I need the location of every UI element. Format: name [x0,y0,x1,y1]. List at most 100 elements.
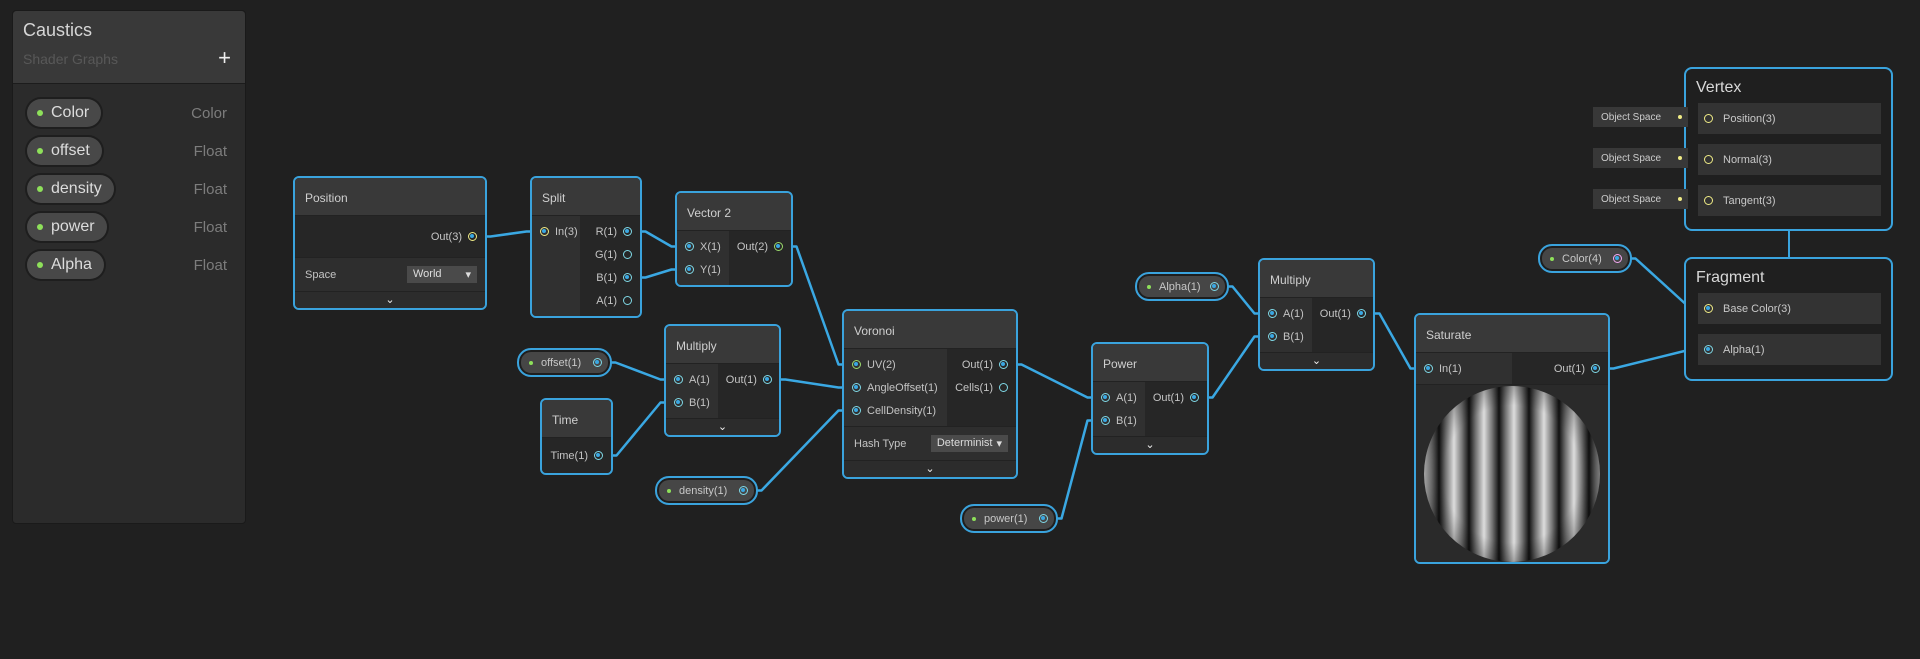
port-vector3-icon[interactable] [1704,196,1713,205]
port-float-icon[interactable] [852,406,861,415]
port-float-icon[interactable] [739,486,748,495]
port-float-icon[interactable] [685,265,694,274]
port-float-icon[interactable] [1704,345,1713,354]
property-pill-power[interactable]: power [27,213,107,241]
property-pill-color[interactable]: Color [27,99,102,127]
port-float-icon[interactable] [674,398,683,407]
port-float-icon[interactable] [1039,514,1048,523]
port-float-icon[interactable] [1356,309,1366,318]
output-port-g[interactable]: G(1) [580,243,640,266]
default-value-normal[interactable]: Object Space [1593,148,1688,168]
output-port-a[interactable]: A(1) [580,289,640,312]
port-float-icon[interactable] [623,273,632,282]
port-float-icon[interactable] [685,242,694,251]
add-property-button[interactable]: + [218,45,231,70]
output-port-out[interactable]: Out(1) [1145,386,1207,409]
collapse-chevron-icon[interactable]: ⌄ [1093,436,1207,453]
output-port-out[interactable]: Out(1) [947,353,1016,376]
port-vector2-icon[interactable] [852,360,861,369]
block-basecolor[interactable]: Base Color(3) [1698,293,1881,324]
property-node-alpha[interactable]: Alpha(1) [1135,272,1229,301]
port-float-icon[interactable] [1591,364,1600,373]
port-float-icon[interactable] [1210,282,1219,291]
output-port-out[interactable]: Out(1) [718,368,779,391]
input-port-a[interactable]: A(1) [1093,386,1145,409]
property-pill-offset[interactable]: offset [27,137,102,165]
output-port-cells[interactable]: Cells(1) [947,376,1016,399]
input-port-uv[interactable]: UV(2) [844,353,947,376]
port-float-icon[interactable] [1190,393,1199,402]
port-float-icon[interactable] [623,227,632,236]
property-node-density[interactable]: density(1) [655,476,758,505]
collapse-chevron-icon[interactable]: ⌄ [295,291,485,308]
input-port-y[interactable]: Y(1) [677,258,729,281]
port-float-icon[interactable] [999,360,1008,369]
port-vector3-icon[interactable] [540,227,549,236]
output-port-out[interactable]: Out(3) [295,225,485,248]
input-port-b[interactable]: B(1) [666,391,718,414]
input-port-angle[interactable]: AngleOffset(1) [844,376,947,399]
property-node-offset[interactable]: offset(1) [517,348,612,377]
port-float-icon[interactable] [674,375,683,384]
default-value-tangent[interactable]: Object Space [1593,189,1688,209]
port-float-icon[interactable] [593,358,602,367]
port-float-icon[interactable] [623,296,632,305]
port-float-icon[interactable] [999,383,1008,392]
port-float-icon[interactable] [623,250,632,259]
output-port-out[interactable]: Out(1) [1312,302,1373,325]
port-vector3-icon[interactable] [468,232,477,241]
collapse-chevron-icon[interactable]: ⌄ [1260,352,1373,369]
property-node-color[interactable]: Color(4) [1538,244,1632,273]
port-float-icon[interactable] [594,451,603,460]
output-port-out[interactable]: Out(1) [1512,357,1608,380]
setting-dropdown[interactable]: World▾ [407,266,477,283]
setting-dropdown[interactable]: Determinist▾ [930,435,1008,452]
output-port-out[interactable]: Out(2) [729,235,791,258]
collapse-chevron-icon[interactable]: ⌄ [844,460,1016,477]
port-vector4-icon[interactable] [1613,254,1622,263]
port-vector3-icon[interactable] [1704,114,1713,123]
port-vector3-icon[interactable] [1704,155,1713,164]
port-float-icon[interactable] [1268,309,1277,318]
input-port-in[interactable]: In(3) [532,220,580,243]
property-pill-alpha[interactable]: Alpha [27,251,104,279]
block-alpha[interactable]: Alpha(1) [1698,334,1881,365]
input-port-b[interactable]: B(1) [1093,409,1145,432]
output-port-r[interactable]: R(1) [580,220,640,243]
collapse-chevron-icon[interactable]: ⌄ [666,418,779,435]
port-vector3-icon[interactable] [1704,304,1713,313]
input-port-x[interactable]: X(1) [677,235,729,258]
input-port-b[interactable]: B(1) [1260,325,1312,348]
output-port-out[interactable]: Time(1) [542,444,611,467]
port-float-icon[interactable] [762,375,772,384]
port-float-icon[interactable] [1424,364,1433,373]
default-value-position[interactable]: Object Space [1593,107,1688,127]
port-float-icon[interactable] [1268,332,1277,341]
output-port-b[interactable]: B(1) [580,266,640,289]
port-float-icon[interactable] [1101,393,1110,402]
output-ports: Out(1) [1144,382,1207,436]
input-port-a[interactable]: A(1) [666,368,718,391]
input-port-a[interactable]: A(1) [1260,302,1312,325]
input-port-density[interactable]: CellDensity(1) [844,399,947,422]
property-pill-density[interactable]: density [27,175,114,203]
input-port-in[interactable]: In(1) [1416,357,1512,380]
port-vector2-icon[interactable] [774,242,783,251]
property-node-powerprop[interactable]: power(1) [960,504,1058,533]
port-float-icon[interactable] [1101,416,1110,425]
port-float-icon[interactable] [852,383,861,392]
